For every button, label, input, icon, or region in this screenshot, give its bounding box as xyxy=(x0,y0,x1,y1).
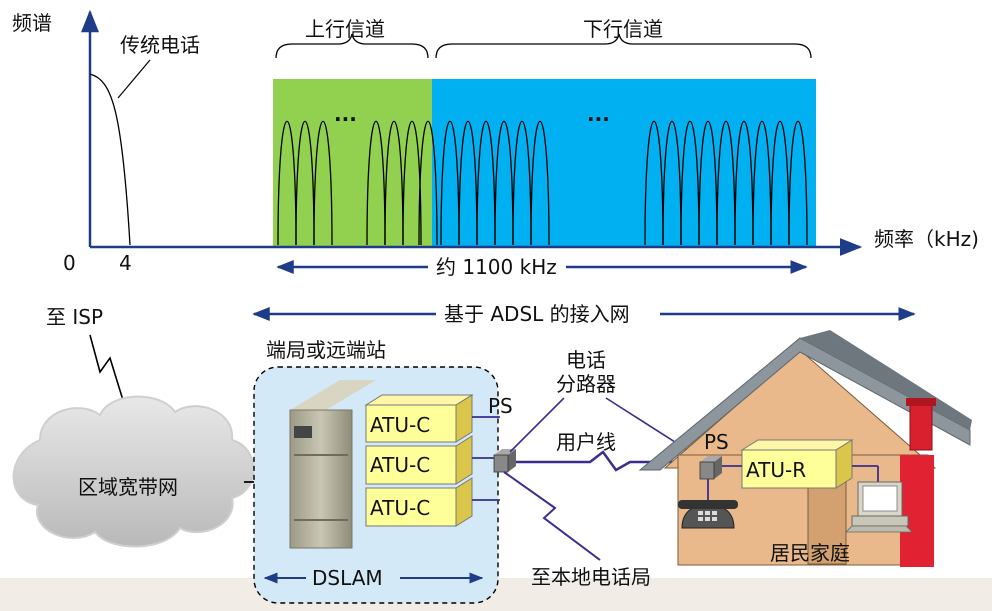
downstream-band xyxy=(432,79,816,247)
subcarrier-arch xyxy=(716,120,736,246)
splitter-label-line1: 电话 xyxy=(566,348,606,372)
isp-label: 至 ISP xyxy=(46,305,103,329)
downstream-ellipsis: ··· xyxy=(587,107,610,131)
atu-c-box: ATU-C xyxy=(365,477,473,527)
width-label: 约 1100 kHz xyxy=(436,255,557,279)
local-office-link xyxy=(503,471,601,561)
subcarrier-arch xyxy=(644,120,664,246)
downstream-label: 下行信道 xyxy=(583,17,663,41)
user-line xyxy=(516,450,700,472)
subcarrier-arches xyxy=(277,120,808,246)
subcarrier-arch xyxy=(366,120,386,246)
atu-r-box: ATU-R xyxy=(740,439,854,489)
house-side-wall xyxy=(900,455,934,567)
subcarrier-arch xyxy=(458,120,478,246)
subcarrier-arch xyxy=(440,120,460,246)
subcarrier-arch xyxy=(770,120,790,246)
subcarrier-arch xyxy=(313,120,333,246)
atu-c-stack: ATU-C ATU-C ATU-C xyxy=(364,394,474,527)
subcarrier-arch xyxy=(752,120,772,246)
chimney xyxy=(909,401,933,451)
home-splitter xyxy=(699,461,715,480)
subcarrier-arch xyxy=(698,120,718,246)
tick-zero: 0 xyxy=(63,251,76,275)
dslam-display xyxy=(294,426,312,438)
x-axis-label: 频率（kHz) xyxy=(874,227,979,251)
atu-c-label: ATU-C xyxy=(370,453,430,477)
subcarrier-arch xyxy=(530,120,550,246)
subcarrier-arch xyxy=(384,120,404,246)
subcarrier-arch xyxy=(512,120,532,246)
office-splitter xyxy=(493,454,509,473)
subcarrier-arch xyxy=(295,120,315,246)
voice-band-curve xyxy=(89,73,131,246)
upstream-label: 上行信道 xyxy=(305,17,385,41)
user-line-label: 用户线 xyxy=(556,430,616,454)
cloud-label: 区域宽带网 xyxy=(78,475,178,499)
telephone-icon xyxy=(678,500,738,529)
atu-c-label: ATU-C xyxy=(370,413,430,437)
access-network: 基于 ADSL 的接入网 至 ISP 区域宽带网 端局或远端站 ATU-C xyxy=(12,302,972,604)
subcarrier-arch xyxy=(418,120,438,246)
home-label: 居民家庭 xyxy=(770,541,850,565)
ps-office-label: PS xyxy=(488,394,513,418)
atu-c-label: ATU-C xyxy=(370,496,430,520)
upstream-ellipsis: ··· xyxy=(334,107,357,131)
local-office-label: 至本地电话局 xyxy=(531,565,651,589)
subcarrier-arch xyxy=(680,120,700,246)
voice-label: 传统电话 xyxy=(120,33,200,57)
access-network-label: 基于 ADSL 的接入网 xyxy=(444,302,630,326)
atu-c-box: ATU-C xyxy=(364,394,474,443)
subcarrier-arch xyxy=(734,120,754,246)
atu-c-box: ATU-C xyxy=(365,435,473,485)
voice-label-pointer xyxy=(117,59,151,99)
subcarrier-arch xyxy=(662,120,682,246)
isp-link-bolt xyxy=(89,334,127,411)
upstream-brace xyxy=(275,33,429,59)
splitter-label-line2: 分路器 xyxy=(556,372,616,396)
y-axis-label: 频谱 xyxy=(12,11,52,35)
dslam-top xyxy=(290,380,376,410)
subcarrier-arch xyxy=(788,120,808,246)
downstream-brace xyxy=(435,33,812,59)
atu-r-label: ATU-R xyxy=(746,458,806,482)
spectrum-chart: 频谱 频率（kHz) 0 4 传统电话 上行信道 下行信道 ··· ··· 约 … xyxy=(12,9,979,279)
upstream-band xyxy=(273,79,432,247)
office-label: 端局或远端站 xyxy=(266,338,386,362)
regional-broadband-cloud xyxy=(12,395,255,548)
subcarrier-arch xyxy=(476,120,496,246)
computer-icon xyxy=(845,481,913,533)
tick-four: 4 xyxy=(119,251,132,275)
subcarrier-arch xyxy=(277,120,297,246)
dslam-label: DSLAM xyxy=(312,566,383,590)
ps-home-label: PS xyxy=(704,430,729,454)
subcarrier-arch xyxy=(494,120,514,246)
